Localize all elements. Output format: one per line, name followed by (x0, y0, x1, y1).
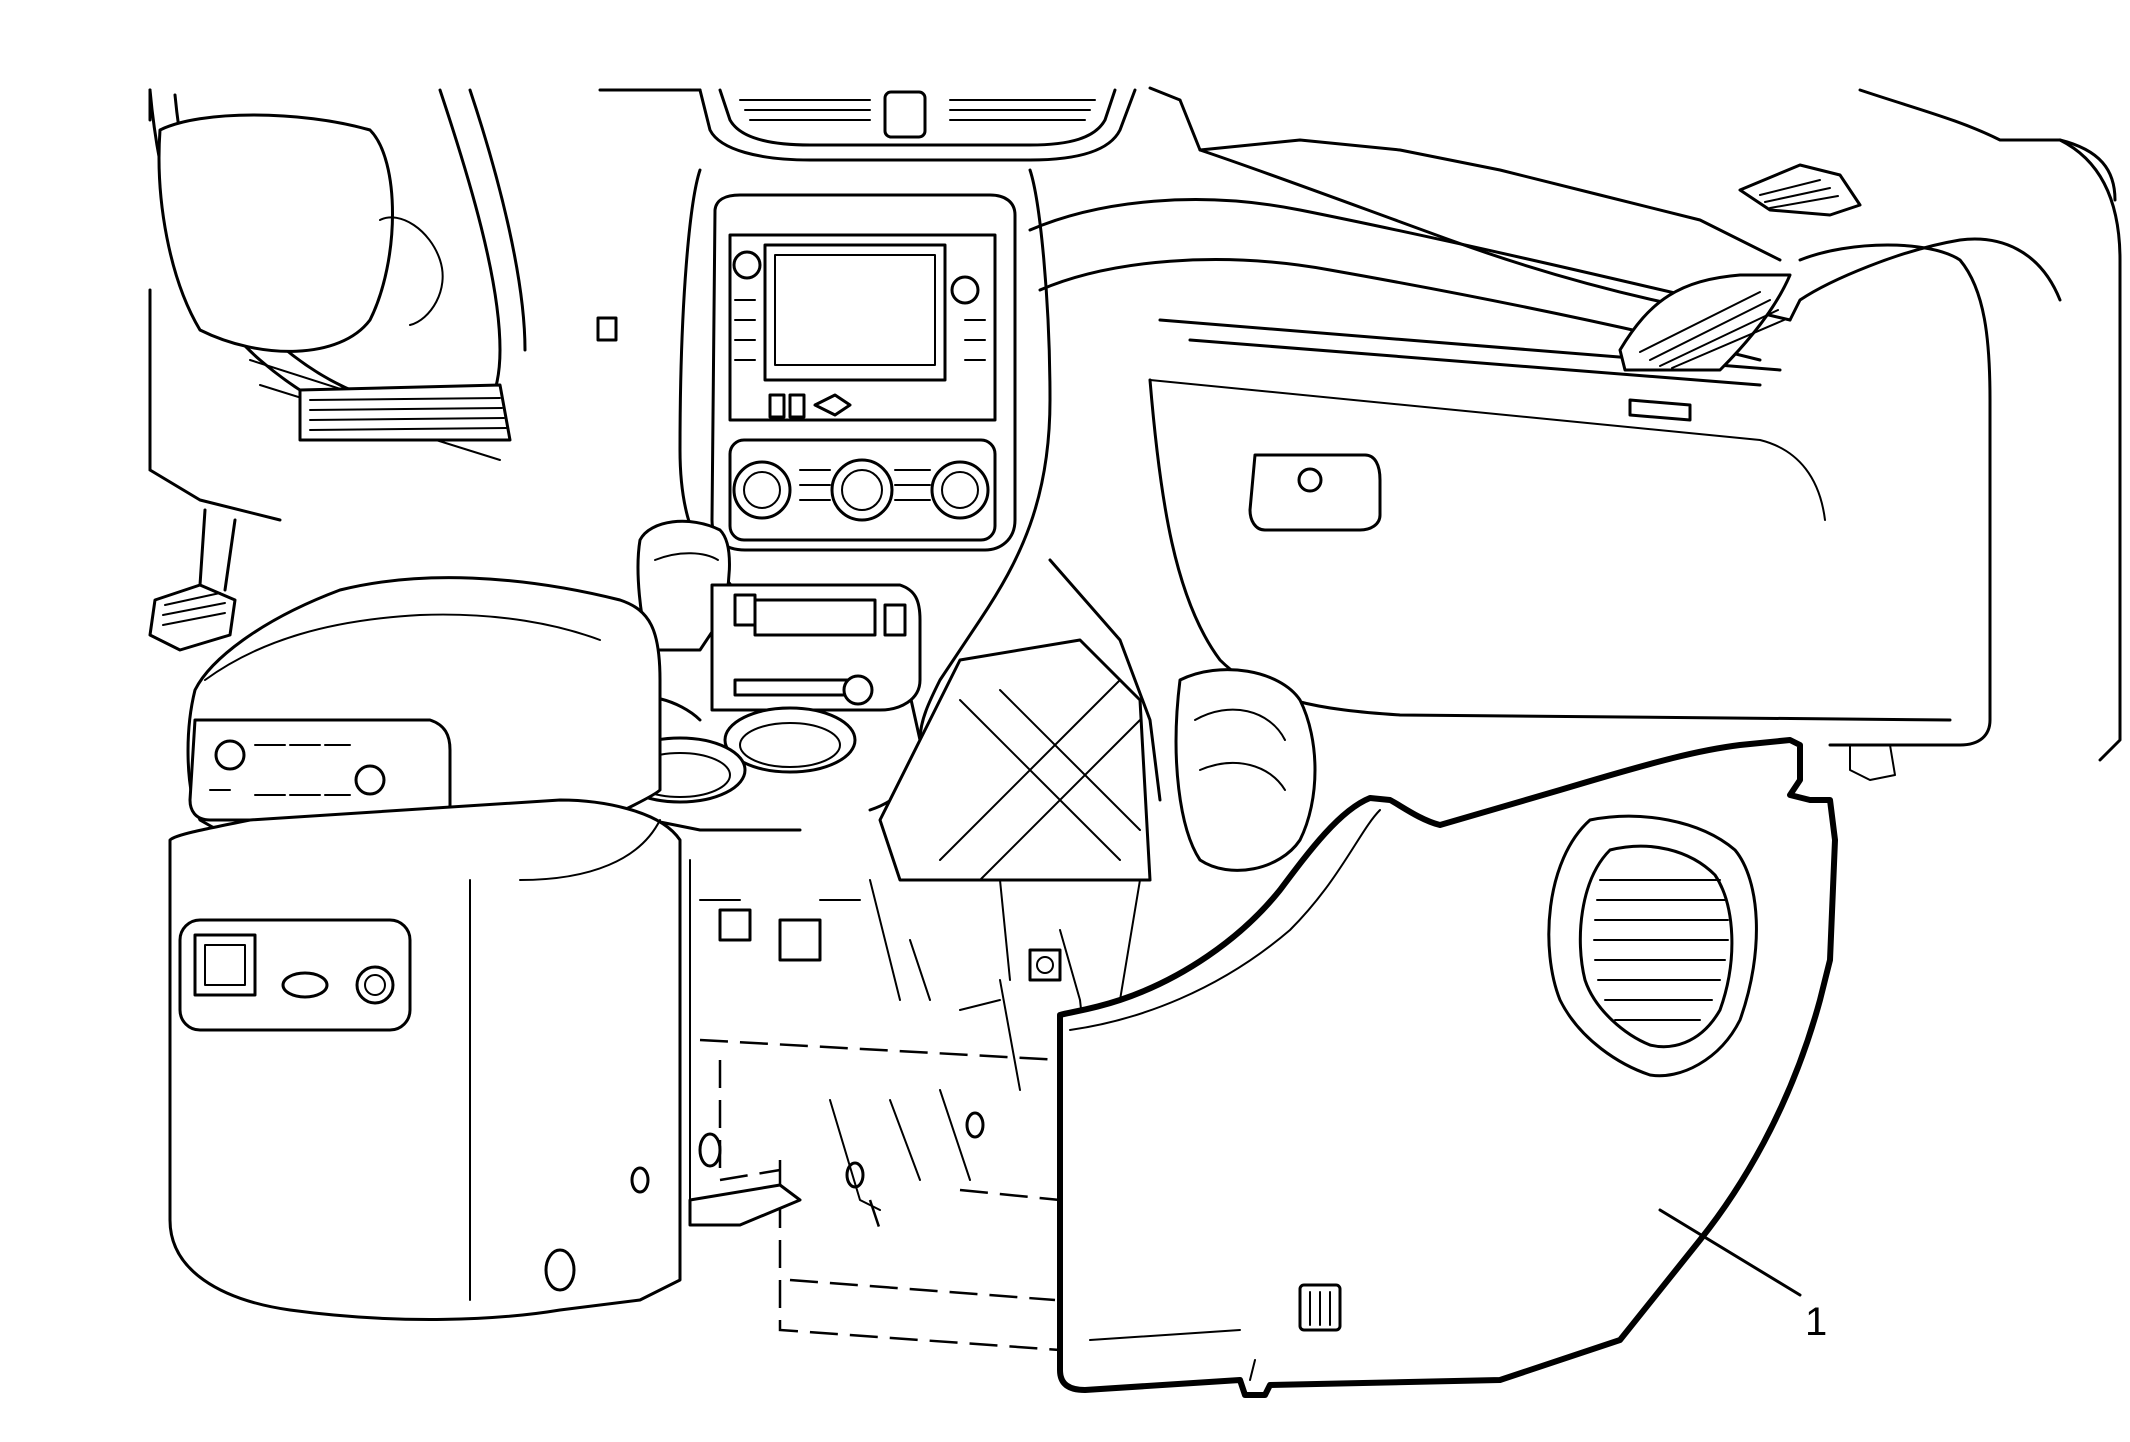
corner-air-vent (1738, 163, 1862, 217)
pedal (148, 508, 237, 652)
callout-label: 1 (1805, 1300, 1827, 1344)
left-dash-vent (298, 316, 618, 442)
under-dash-structure (689, 558, 1317, 1211)
steering-wheel (148, 88, 527, 522)
rear-console (168, 576, 682, 1321)
center-upper-vents (698, 88, 1137, 162)
callout-leader-line (1658, 1208, 1802, 1297)
center-stack (678, 168, 1052, 812)
callout-1: 1 (1658, 1208, 1827, 1344)
floor-bracket (688, 744, 1896, 1227)
glovebox (1148, 243, 1992, 747)
console-side-panel-part-1 (1057, 737, 1838, 1398)
